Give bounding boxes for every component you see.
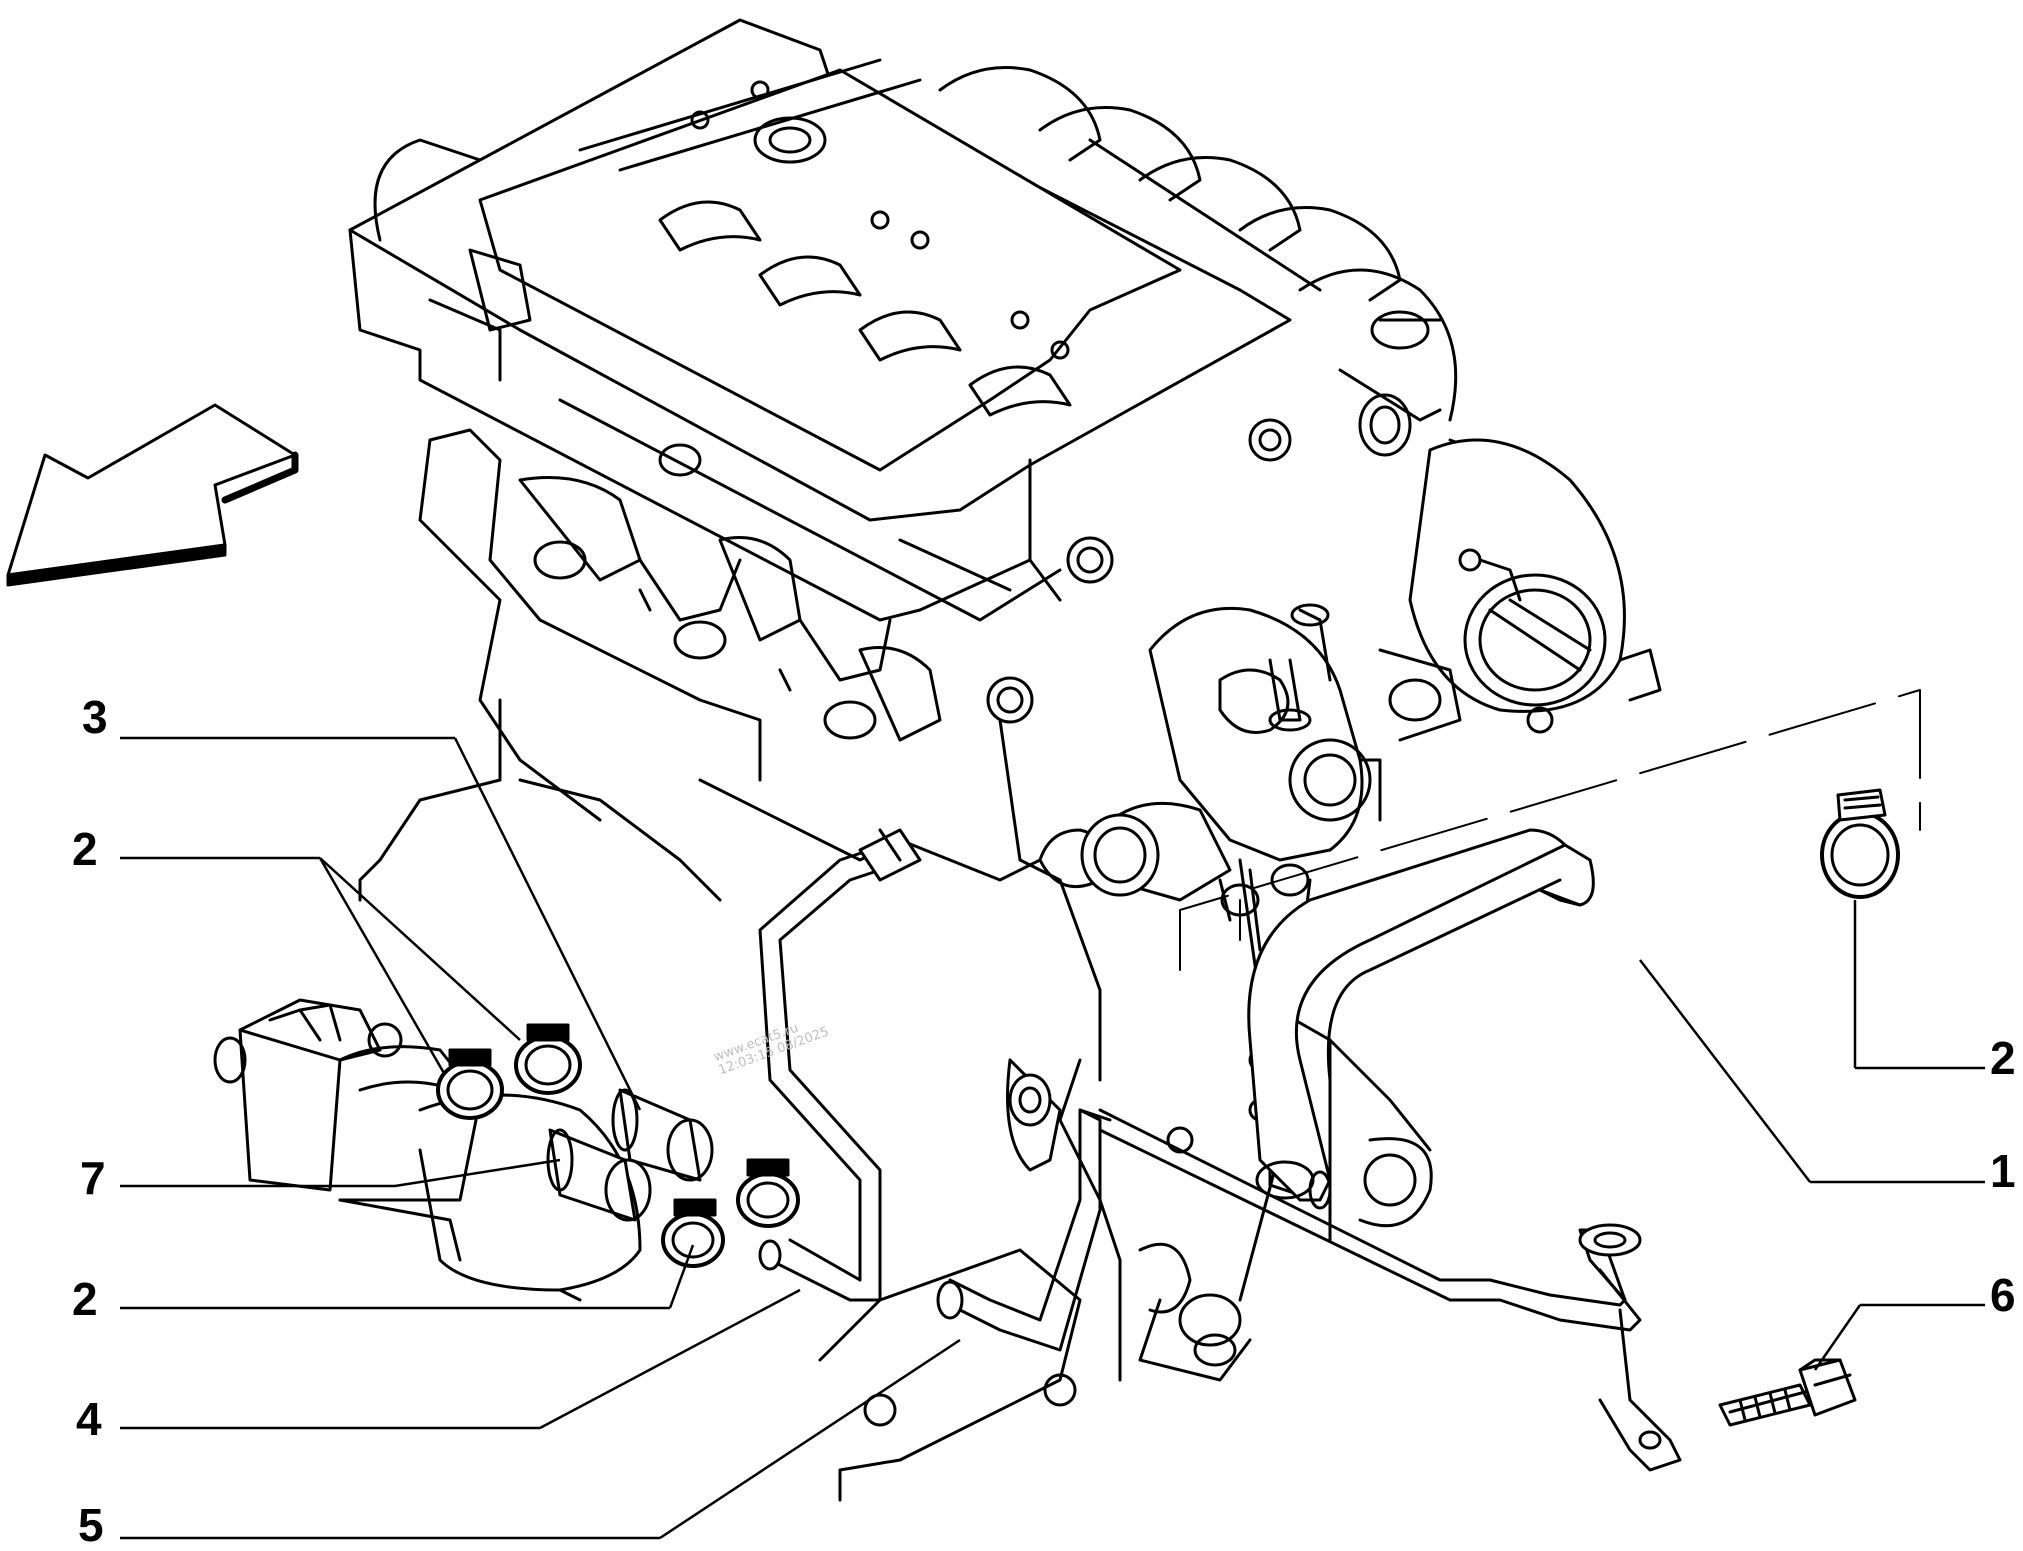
callout-7: 7: [80, 1152, 106, 1204]
rubber-hose-1: [1247, 828, 1595, 1210]
leader-lines: [120, 736, 1985, 1540]
valve-cover: [348, 18, 1292, 622]
water-outlet-housing: [1080, 603, 1462, 962]
hose-clamp-right: [1820, 788, 1900, 899]
callout-1: 1: [1990, 1145, 2016, 1197]
parts-group-bracket: [1179, 689, 1921, 971]
engine-block: [358, 418, 1292, 1082]
callout-2-right: 2: [1990, 1032, 2016, 1084]
callout-4: 4: [76, 1393, 102, 1445]
coolant-pipe-5: [936, 1058, 1682, 1472]
throttle-body: [1408, 438, 1662, 734]
short-hoses: [546, 1088, 714, 1222]
hose-clamps-left: [436, 1023, 800, 1268]
direction-arrow-icon: [6, 403, 299, 587]
callout-3: 3: [82, 691, 108, 743]
oil-filter-housing: [213, 998, 642, 1302]
coolant-pipe-4: [758, 828, 922, 1302]
callout-2-upper-left: 2: [72, 823, 98, 875]
callout-2-lower-left: 2: [72, 1273, 98, 1325]
bolt-6: [1718, 1358, 1857, 1427]
callout-6: 6: [1990, 1269, 2016, 1321]
callout-5: 5: [78, 1499, 104, 1551]
